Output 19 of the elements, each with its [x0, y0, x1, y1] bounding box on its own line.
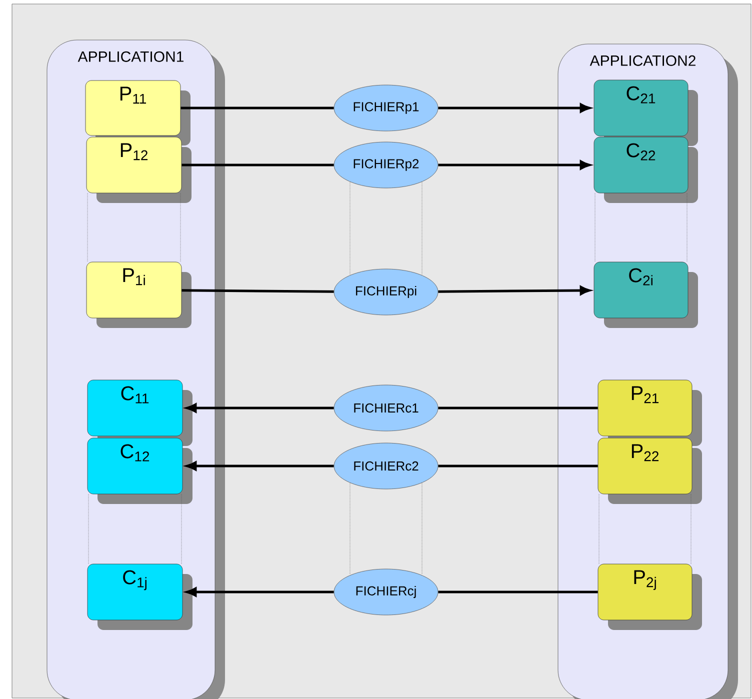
process-box: C$_{2i}$ [594, 262, 698, 328]
dotted-line [686, 192, 688, 262]
process-box: P$_{1i}$ [86, 262, 192, 328]
dotted-line [690, 494, 692, 564]
dotted-line [87, 192, 88, 262]
dotted-line [88, 494, 89, 564]
dotted-line [181, 494, 182, 564]
dotted-line [598, 494, 600, 564]
process-box: C$_{22}$ [594, 136, 698, 203]
process-box: C$_{12}$ [87, 438, 192, 504]
process-box: P$_{2j}$ [598, 564, 702, 630]
dotted-line [594, 192, 596, 262]
dotted-line [180, 192, 181, 262]
arrow [186, 461, 334, 471]
arrow [186, 587, 334, 597]
arrow [186, 403, 334, 413]
process-box: P$_{22}$ [598, 438, 702, 504]
process-box: C$_{1j}$ [87, 564, 192, 630]
process-box: P$_{12}$ [86, 136, 192, 203]
